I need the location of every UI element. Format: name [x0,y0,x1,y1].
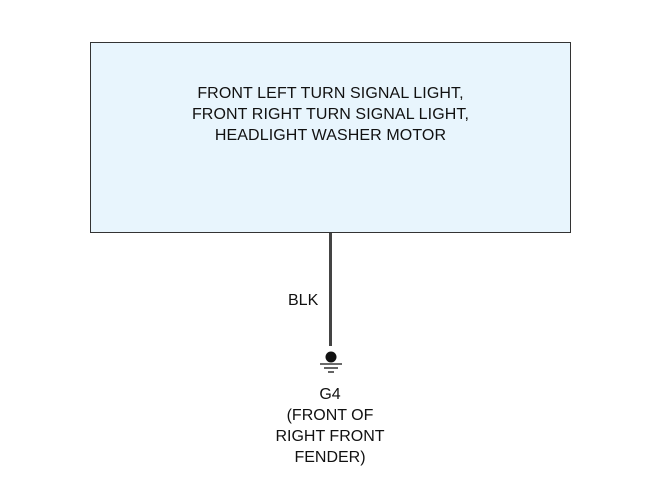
ground-icon [320,351,342,373]
component-name-line: HEADLIGHT WASHER MOTOR [214,127,447,144]
wire-color-label: BLK [288,292,319,309]
ground-location-line: RIGHT FRONT [275,428,385,445]
ground-location-line: FENDER) [294,449,366,466]
component-label: FRONT LEFT TURN SIGNAL LIGHT, FRONT RIGH… [91,83,570,146]
component-name-line: FRONT LEFT TURN SIGNAL LIGHT, [197,85,464,102]
ground-id: G4 [319,386,341,403]
component-box: FRONT LEFT TURN SIGNAL LIGHT, FRONT RIGH… [90,42,571,233]
ground-location-line: (FRONT OF [286,407,374,424]
ground-label: G4 (FRONT OF RIGHT FRONT FENDER) [230,384,430,468]
ground-wire [329,233,332,346]
component-name-line: FRONT RIGHT TURN SIGNAL LIGHT, [191,106,470,123]
